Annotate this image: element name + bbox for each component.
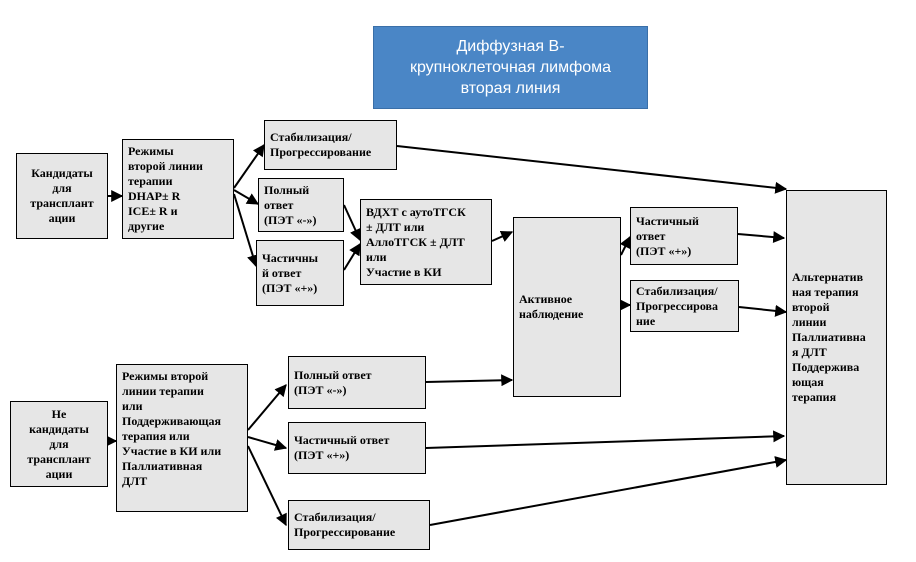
arrow-stab-bottom-to-alternative xyxy=(429,456,788,526)
box-stab-prog-right-text: Стабилизация/ Прогрессирова ние xyxy=(636,283,719,328)
arrow-regimens-non-to-partial-bottom xyxy=(247,436,288,451)
box-stab-prog-top-text: Стабилизация/ Прогрессирование xyxy=(270,130,372,159)
box-regimens-non-candidates-text: Режимы второй линии терапии или Поддержи… xyxy=(122,369,222,488)
box-candidates: Кандидаты для трансплант ации xyxy=(16,153,108,239)
box-partial-response-right-text: Частичный ответ (ПЭТ «+») xyxy=(636,213,699,258)
arrow-regimens-non-to-complete-bottom xyxy=(247,384,287,431)
box-complete-response-top: Полный ответ (ПЭТ «-») xyxy=(258,178,344,232)
box-candidates-text: Кандидаты для трансплант ации xyxy=(30,166,94,225)
box-regimens-candidates: Режимы второй линии терапии DHAP± R ICE±… xyxy=(122,139,234,239)
box-partial-response-top-text: Частичны й ответ (ПЭТ «+») xyxy=(262,250,318,295)
box-regimens-non-candidates: Режимы второй линии терапии или Поддержи… xyxy=(116,364,248,512)
box-alternative-therapy: Альтернатив ная терапия второй линии Пал… xyxy=(786,190,887,485)
box-stab-prog-bottom-text: Стабилизация/ Прогрессирование xyxy=(294,510,396,539)
arrow-partial-top-to-hdct xyxy=(343,242,361,271)
box-alternative-therapy-text: Альтернатив ная терапия второй линии Пал… xyxy=(792,270,866,404)
arrow-partial-right-to-alternative xyxy=(737,231,786,244)
box-non-candidates-text: Не кандидаты для трансплант ации xyxy=(27,406,91,481)
arrow-regimens-to-stab-top xyxy=(233,144,265,189)
box-hdct: ВДХТ с аутоТГСК ± ДЛТ или АллоТГСК ± ДЛТ… xyxy=(360,199,492,285)
box-regimens-candidates-text: Режимы второй линии терапии DHAP± R ICE±… xyxy=(128,144,203,233)
box-hdct-text: ВДХТ с аутоТГСК ± ДЛТ или АллоТГСК ± ДЛТ… xyxy=(366,204,466,279)
box-stab-prog-top: Стабилизация/ Прогрессирование xyxy=(264,120,397,170)
box-stab-prog-bottom: Стабилизация/ Прогрессирование xyxy=(288,500,430,550)
box-partial-response-right: Частичный ответ (ПЭТ «+») xyxy=(630,207,738,265)
arrow-stab-top-to-alternative xyxy=(396,145,788,194)
arrow-regimens-to-partial-top xyxy=(233,193,259,268)
arrow-partial-bottom-to-alternative xyxy=(425,430,786,449)
box-complete-response-bottom: Полный ответ (ПЭТ «-») xyxy=(288,356,426,409)
box-partial-response-bottom: Частичный ответ (ПЭТ «+») xyxy=(288,422,426,474)
box-partial-response-top: Частичны й ответ (ПЭТ «+») xyxy=(256,240,344,306)
arrow-complete-bottom-to-observation xyxy=(425,374,514,387)
box-partial-response-bottom-text: Частичный ответ (ПЭТ «+») xyxy=(294,433,390,462)
diagram-title-text: Диффузная В- крупноклеточная лимфома вто… xyxy=(409,38,612,97)
diagram-title: Диффузная В- крупноклеточная лимфома вто… xyxy=(373,26,648,109)
arrow-regimens-to-complete-top xyxy=(233,189,260,205)
arrow-stab-right-to-alternative xyxy=(738,304,788,317)
box-active-observation: Активное наблюдение xyxy=(513,217,621,397)
arrow-observation-to-partial-right xyxy=(619,235,631,256)
box-complete-response-bottom-text: Полный ответ (ПЭТ «-») xyxy=(294,367,372,397)
arrow-regimens-non-to-stab-bottom xyxy=(247,445,287,527)
arrow-hdct-to-observation xyxy=(491,230,514,242)
arrow-complete-top-to-hdct xyxy=(343,204,361,242)
box-stab-prog-right: Стабилизация/ Прогрессирова ние xyxy=(630,280,739,332)
box-complete-response-top-text: Полный ответ (ПЭТ «-») xyxy=(264,182,317,227)
box-active-observation-text: Активное наблюдение xyxy=(519,292,584,321)
box-non-candidates: Не кандидаты для трансплант ации xyxy=(10,401,108,487)
